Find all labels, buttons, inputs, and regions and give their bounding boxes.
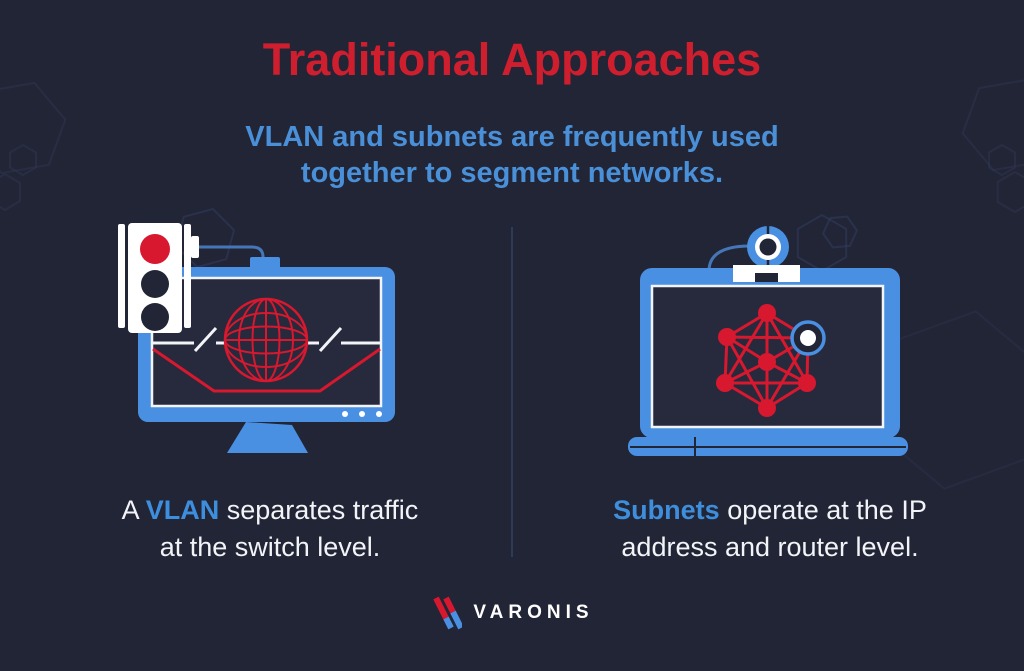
dark-light — [141, 270, 169, 298]
caption-text: separates traffic — [219, 495, 419, 525]
brand-logo: VARONIS — [0, 596, 1024, 630]
panel-divider — [511, 227, 513, 557]
dark-light — [141, 303, 169, 331]
monitor-stand — [227, 422, 308, 453]
webcam-icon — [747, 225, 789, 269]
subnet-laptop-illustration — [628, 225, 908, 456]
subtitle-line-1: VLAN and subnets are frequently used — [245, 121, 779, 153]
vlan-caption: A VLAN separates traffic at the switch l… — [20, 492, 520, 566]
highlighted-node-icon — [790, 320, 826, 356]
vlan-monitor-illustration — [118, 223, 395, 453]
subnet-caption-line-1: Subnets operate at the IP — [520, 492, 1020, 529]
subnet-nodes — [716, 304, 816, 417]
caption-text: A — [121, 495, 146, 525]
subnet-graph-icon — [716, 304, 826, 417]
bypass-path — [152, 347, 381, 393]
vlan-caption-line-1: A VLAN separates traffic — [20, 492, 520, 529]
open-switch-icon — [318, 326, 343, 353]
subnet-caption: Subnets operate at the IP address and ro… — [520, 492, 1020, 566]
monitor-buttons — [342, 411, 382, 417]
traffic-light-icon — [118, 223, 199, 333]
vlan-keyword: VLAN — [145, 495, 220, 525]
open-switch-icon — [193, 326, 218, 353]
subtitle: VLAN and subnets are frequently used tog… — [0, 119, 1024, 191]
webcam-cable — [707, 244, 751, 271]
connection-cable — [197, 245, 265, 262]
caption-text: operate at the IP — [719, 495, 927, 525]
varonis-logo-icon — [433, 596, 463, 630]
subnet-caption-line-2: address and router level. — [621, 532, 919, 562]
subnets-keyword: Subnets — [613, 495, 720, 525]
page-title: Traditional Approaches — [262, 34, 762, 85]
globe-icon — [223, 297, 309, 383]
red-light — [140, 234, 170, 264]
brand-name: VARONIS — [473, 602, 594, 623]
subtitle-line-2: together to segment networks. — [300, 157, 724, 189]
vlan-caption-line-2: at the switch level. — [159, 532, 381, 562]
